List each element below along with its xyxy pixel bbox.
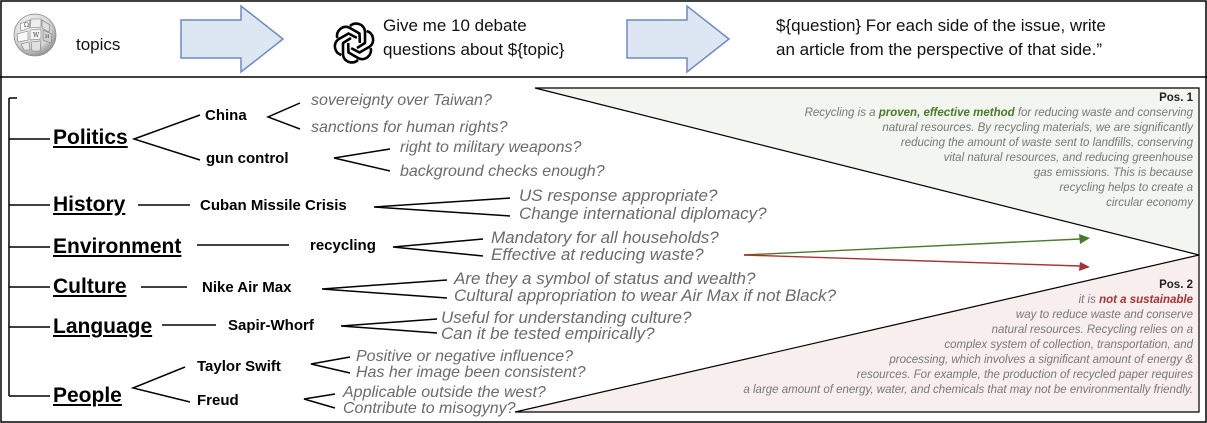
topic-gun-control: gun control	[206, 150, 289, 167]
pos2-line-1: it is not a sustainable	[1078, 294, 1193, 306]
topic-taylor-swift: Taylor Swift	[197, 358, 281, 375]
pos2-highlight: not a sustainable	[1099, 294, 1193, 306]
category-culture: Culture	[53, 275, 127, 298]
question-china-2: sanctions for human rights?	[311, 119, 508, 136]
pipeline-arrow-1	[180, 4, 285, 74]
pipeline-step2-line1: Give me 10 debate	[383, 16, 527, 35]
topic-nike-air-max: Nike Air Max	[202, 279, 292, 296]
question-taylor-swift-1: Positive or negative influence?	[356, 348, 574, 365]
category-history: History	[53, 193, 126, 216]
pos2-panel	[514, 254, 1200, 413]
pos1-line-3: reducing the amount of waste sent to lan…	[900, 137, 1193, 149]
topic-freud: Freud	[197, 392, 239, 409]
question-connectors	[266, 102, 511, 409]
question-environment-1: Mandatory for all households?	[491, 228, 719, 247]
pos1-line-4: vital natural resources, and reducing gr…	[943, 152, 1193, 164]
topic-china: China	[205, 107, 247, 124]
pipeline-step2-line2: questions about ${topic}	[383, 40, 565, 59]
svg-text:W: W	[33, 32, 40, 39]
question-language-1: Useful for understanding culture?	[441, 308, 692, 327]
question-china-1: sovereignty over Taiwan?	[311, 92, 492, 109]
question-environment-2: Effective at reducing waste?	[491, 245, 704, 264]
question-taylor-swift-2: Has her image been consistent?	[356, 364, 586, 381]
tree-trunk	[8, 97, 50, 397]
svg-text:И: И	[45, 34, 50, 40]
pos1-line-6: recycling helps to create a	[1059, 182, 1193, 194]
category-environment: Environment	[53, 235, 182, 258]
pos2-line-3: natural resources. Recycling relies on a	[991, 324, 1193, 336]
pipeline-step3-line2: an article from the perspective of that …	[776, 40, 1102, 59]
topic-connectors	[130, 114, 289, 403]
question-history-2: Change international diplomacy?	[519, 204, 767, 223]
pipeline-arrow-2	[626, 4, 731, 74]
category-language: Language	[53, 315, 153, 338]
category-politics: Politics	[53, 126, 128, 149]
question-language-2: Can it be tested empirically?	[441, 324, 655, 343]
pos2-line-2: way to reduce waste and conserve	[1015, 309, 1193, 321]
pos1-line-1: Recycling is a proven, effective method …	[804, 107, 1193, 119]
question-freud-1: Applicable outside the west?	[343, 384, 546, 401]
pipeline-step3-line1: ${question} For each side of the issue, …	[776, 16, 1106, 35]
pipeline-step1-label: topics	[76, 35, 121, 54]
topic-recycling: recycling	[310, 237, 376, 254]
pos1-label: Pos. 1	[1159, 92, 1193, 104]
question-culture-1: Are they a symbol of status and wealth?	[454, 269, 756, 288]
wikipedia-logo: Ω W И	[13, 13, 57, 57]
arrow-to-pos1	[743, 234, 1090, 256]
pos2-line-4: complex system of collection, transporta…	[944, 339, 1193, 351]
pos2-line-6: resources. For example, the production o…	[856, 369, 1193, 381]
question-history-1: US response appropriate?	[519, 186, 718, 205]
question-culture-2: Cultural appropriation to wear Air Max i…	[454, 286, 837, 305]
pos2-line-7: a large amount of energy, water, and che…	[743, 384, 1193, 396]
pos1-line-2: natural resources. By recycling material…	[882, 122, 1193, 134]
pos2-label: Pos. 2	[1159, 279, 1193, 291]
pos1-line-5: gas emissions. This is because	[1033, 167, 1193, 179]
topic-cuban-missile-crisis: Cuban Missile Crisis	[200, 197, 347, 214]
question-gun-control-2: background checks enough?	[400, 163, 605, 180]
arrow-to-pos2	[743, 254, 1090, 271]
question-freud-2: Contribute to misogyny?	[343, 400, 516, 417]
pos1-line-7: circular economy	[1106, 197, 1193, 209]
question-gun-control-1: right to military weapons?	[400, 139, 582, 156]
pos1-panel	[534, 87, 1200, 256]
openai-logo	[333, 22, 375, 64]
svg-text:Ω: Ω	[24, 22, 29, 29]
pos2-line-5: processing, which involves a significant…	[889, 354, 1193, 366]
pos1-highlight: proven, effective method	[878, 107, 1015, 119]
topic-sapir-whorf: Sapir-Whorf	[228, 317, 314, 334]
category-people: People	[53, 384, 122, 407]
